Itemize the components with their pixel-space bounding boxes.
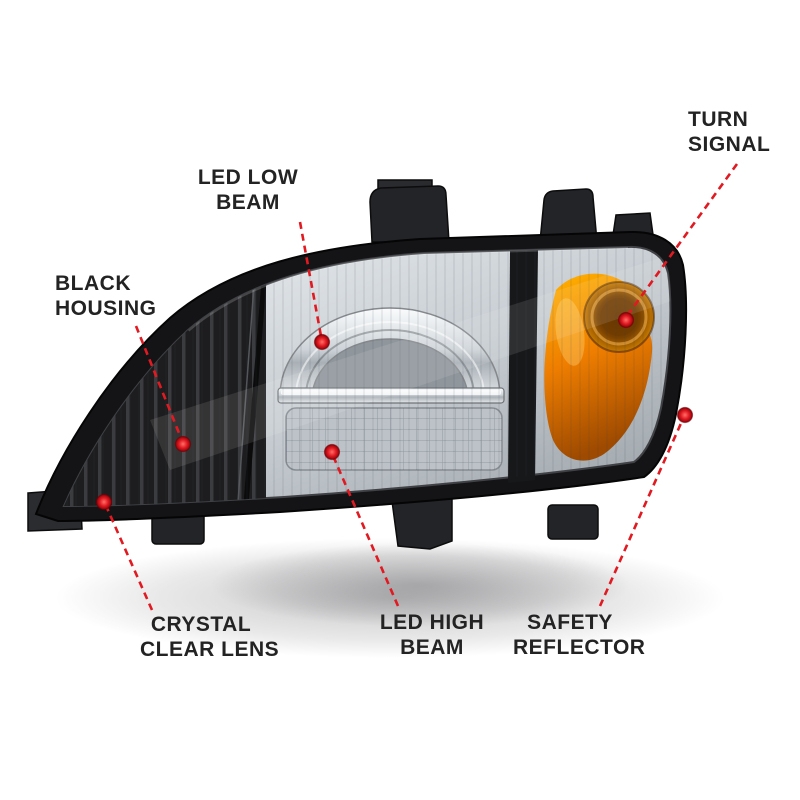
callout-label-black-housing: BLACK HOUSING (55, 272, 157, 322)
callout-dot-led-high-beam (323, 443, 341, 461)
callout-line-safety-reflector (598, 420, 684, 607)
callout-label-line: TURN (688, 108, 749, 131)
callout-line-turn-signal (625, 163, 739, 317)
callout-line-led-high-beam (332, 457, 400, 607)
callout-label-line: SIGNAL (688, 132, 771, 156)
callout-label-line: CRYSTAL (150, 613, 252, 636)
product-shadow (55, 538, 725, 658)
callout-label-line: LED HIGH (379, 611, 485, 634)
callout-lines (105, 163, 739, 611)
callout-dot-crystal-clear-lens (95, 493, 113, 511)
callout-label-line: SAFETY (527, 611, 613, 634)
callout-label-line: BEAM (216, 190, 280, 214)
callout-label-line: CLEAR LENS (140, 637, 280, 661)
callout-line-led-low-beam (298, 221, 323, 337)
callout-label-led-high-beam: LED HIGH BEAM (376, 611, 488, 661)
callout-dot-black-housing (174, 435, 192, 453)
callout-label-line: REFLECTOR (513, 635, 646, 659)
callout-label-turn-signal: TURN SIGNAL (688, 108, 770, 158)
callout-dot-safety-reflector (676, 406, 694, 424)
callout-label-line: BLACK (55, 272, 131, 295)
callout-label-safety-reflector: SAFETY REFLECTOR (513, 611, 646, 661)
callout-label-line: BEAM (400, 635, 464, 659)
callout-dot-led-low-beam (313, 333, 331, 351)
callout-label-crystal-clear-lens: CRYSTAL CLEAR LENS (140, 613, 280, 663)
callout-line-crystal-clear-lens (105, 507, 154, 611)
callout-label-line: HOUSING (55, 296, 157, 320)
callout-line-black-housing (134, 325, 183, 439)
callout-label-led-low-beam: LED LOW BEAM (192, 166, 304, 216)
callout-label-line: LED LOW (197, 166, 299, 189)
callout-dots (95, 311, 694, 511)
callout-dot-turn-signal (617, 311, 635, 329)
